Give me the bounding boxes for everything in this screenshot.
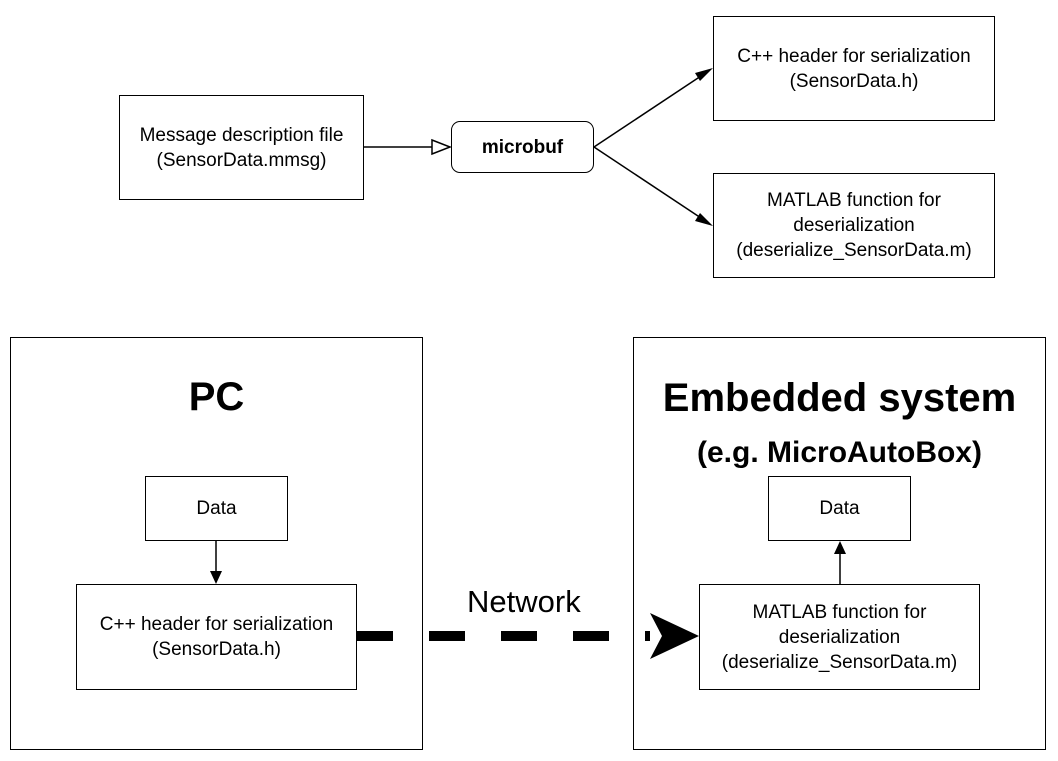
network-label: Network <box>467 584 581 619</box>
box-text: microbuf <box>481 136 564 158</box>
hollow-arrowhead-icon <box>431 138 453 156</box>
embedded-subtitle: (e.g. MicroAutoBox) <box>697 436 982 469</box>
box-text: MATLAB function for <box>767 190 941 211</box>
embedded-data-box: Data <box>768 476 911 541</box>
box-text: (SensorData.h) <box>152 639 281 660</box>
message-description-file-box: Message description file (SensorData.mms… <box>119 95 364 200</box>
arrow-microbuf-to-header <box>593 73 705 148</box>
box-text: deserialization <box>778 626 901 648</box>
network-arrowhead-icon <box>650 613 699 659</box>
box-text: (deserialize_SensorData.m) <box>721 651 958 673</box>
embedded-matlab-box: MATLAB function for deserialization (des… <box>699 584 980 690</box>
box-text: deserialization <box>793 215 915 236</box>
box-text: (SensorData.mmsg) <box>156 149 327 171</box>
pc-cpp-header-box: C++ header for serialization (SensorData… <box>76 584 357 690</box>
box-text: Message description file <box>139 124 344 146</box>
box-text: C++ header for serialization <box>737 45 971 67</box>
box-text: (SensorData.h) <box>789 70 919 92</box>
arrowhead-icon <box>210 571 222 584</box>
arrowhead-icon <box>834 541 846 554</box>
box-text: Data <box>819 498 860 519</box>
arrow-microbuf-to-matlab <box>593 146 705 221</box>
matlab-function-output-box: MATLAB function for deserialization (des… <box>713 173 995 278</box>
cpp-header-output-box: C++ header for serialization (SensorData… <box>713 16 995 121</box>
embedded-title: Embedded system <box>662 376 1017 420</box>
microbuf-box: microbuf <box>451 121 594 173</box>
arrowhead-icon <box>695 68 713 81</box>
box-text: C++ header for serialization <box>99 614 334 635</box>
pc-title: PC <box>188 375 245 419</box>
box-text: (deserialize_SensorData.m) <box>736 240 972 261</box>
pc-data-box: Data <box>145 476 288 541</box>
arrowhead-icon <box>695 213 713 226</box>
box-text: MATLAB function for <box>752 601 927 623</box>
box-text: Data <box>196 498 237 519</box>
